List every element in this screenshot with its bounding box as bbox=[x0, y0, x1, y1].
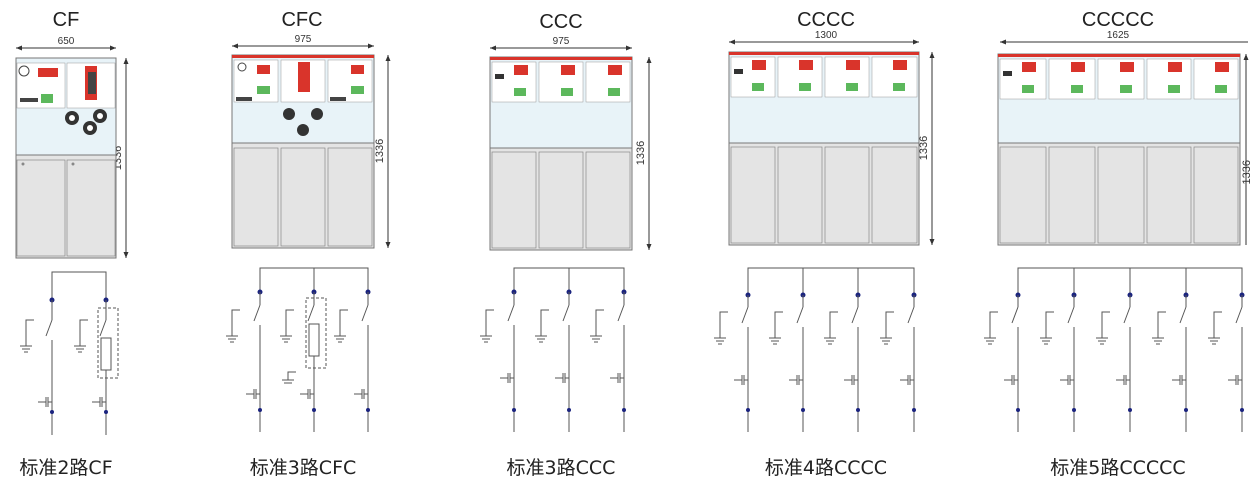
height-label: 1336 bbox=[918, 136, 930, 160]
panel-title: CCCC bbox=[797, 9, 855, 31]
cabinet-unit bbox=[280, 59, 326, 247]
cabinet-unit bbox=[871, 56, 918, 244]
width-dimension: 975 bbox=[232, 34, 374, 49]
height-dimension: 1336 bbox=[374, 55, 391, 248]
cabinet-unit bbox=[1048, 58, 1096, 244]
panel-caption: 标准3路CCC bbox=[507, 457, 616, 479]
panel-caption: 标准2路CF bbox=[19, 457, 112, 479]
panel-caption: 标准4路CCCC bbox=[765, 457, 887, 479]
panel-title: CF bbox=[53, 9, 80, 31]
panel-ccc: CCC 975 1336 bbox=[480, 11, 652, 479]
switchgear-cabinet bbox=[231, 54, 375, 249]
switchgear-cabinet bbox=[489, 56, 633, 251]
width-label: 975 bbox=[295, 34, 312, 45]
panel-ccccc: CCCCC 1625 1336 bbox=[984, 9, 1251, 479]
height-label: 1336 bbox=[635, 141, 647, 165]
panel-title: CFC bbox=[281, 9, 322, 31]
height-dimension: 1336 bbox=[1241, 54, 1251, 245]
height-dimension: 1336 bbox=[918, 52, 935, 245]
width-label: 975 bbox=[553, 36, 570, 47]
width-dimension: 1625 bbox=[1000, 30, 1248, 45]
cabinet-unit bbox=[730, 56, 776, 244]
cabinet-unit bbox=[16, 62, 66, 257]
panel-title: CCC bbox=[539, 11, 582, 33]
single-line-diagram bbox=[984, 267, 1245, 432]
switchgear-cabinet bbox=[728, 51, 920, 246]
cabinet-unit bbox=[777, 56, 823, 244]
cabinet-unit bbox=[824, 56, 870, 244]
single-line-diagram bbox=[480, 267, 627, 432]
cabinet-unit bbox=[327, 59, 373, 247]
single-line-diagram bbox=[714, 267, 917, 432]
width-dimension: 650 bbox=[16, 36, 116, 51]
cabinet-unit bbox=[1193, 58, 1239, 244]
panel-caption: 标准5路CCCCC bbox=[1050, 457, 1185, 479]
cabinet-unit bbox=[1097, 58, 1145, 244]
width-label: 1625 bbox=[1107, 30, 1130, 41]
cabinet-unit bbox=[999, 58, 1047, 244]
cabinet-unit bbox=[1146, 58, 1192, 244]
height-label: 1336 bbox=[1241, 160, 1251, 184]
cabinet-unit bbox=[491, 61, 537, 249]
switchgear-cabinet bbox=[15, 57, 117, 259]
cabinet-unit bbox=[538, 61, 584, 249]
panel-title: CCCCC bbox=[1082, 9, 1154, 31]
panel-caption: 标准3路CFC bbox=[250, 457, 357, 479]
single-line-diagram bbox=[226, 267, 371, 432]
switchgear-cabinet bbox=[997, 53, 1241, 246]
width-dimension: 975 bbox=[490, 36, 632, 51]
panel-cccc: CCCC 1300 1336 bbox=[714, 9, 935, 479]
height-label: 1336 bbox=[374, 139, 386, 163]
cabinet-unit bbox=[233, 59, 279, 247]
width-dimension: 1300 bbox=[729, 30, 919, 45]
width-label: 1300 bbox=[815, 30, 838, 41]
cabinet-unit bbox=[585, 61, 631, 249]
panel-cfc: CFC 975 1336 bbox=[226, 9, 391, 479]
width-label: 650 bbox=[58, 36, 75, 47]
height-dimension: 1336 bbox=[635, 57, 652, 250]
single-line-diagram bbox=[20, 271, 119, 435]
panel-cf: CF 650 1336 bbox=[15, 9, 129, 479]
cabinet-unit bbox=[65, 62, 116, 257]
